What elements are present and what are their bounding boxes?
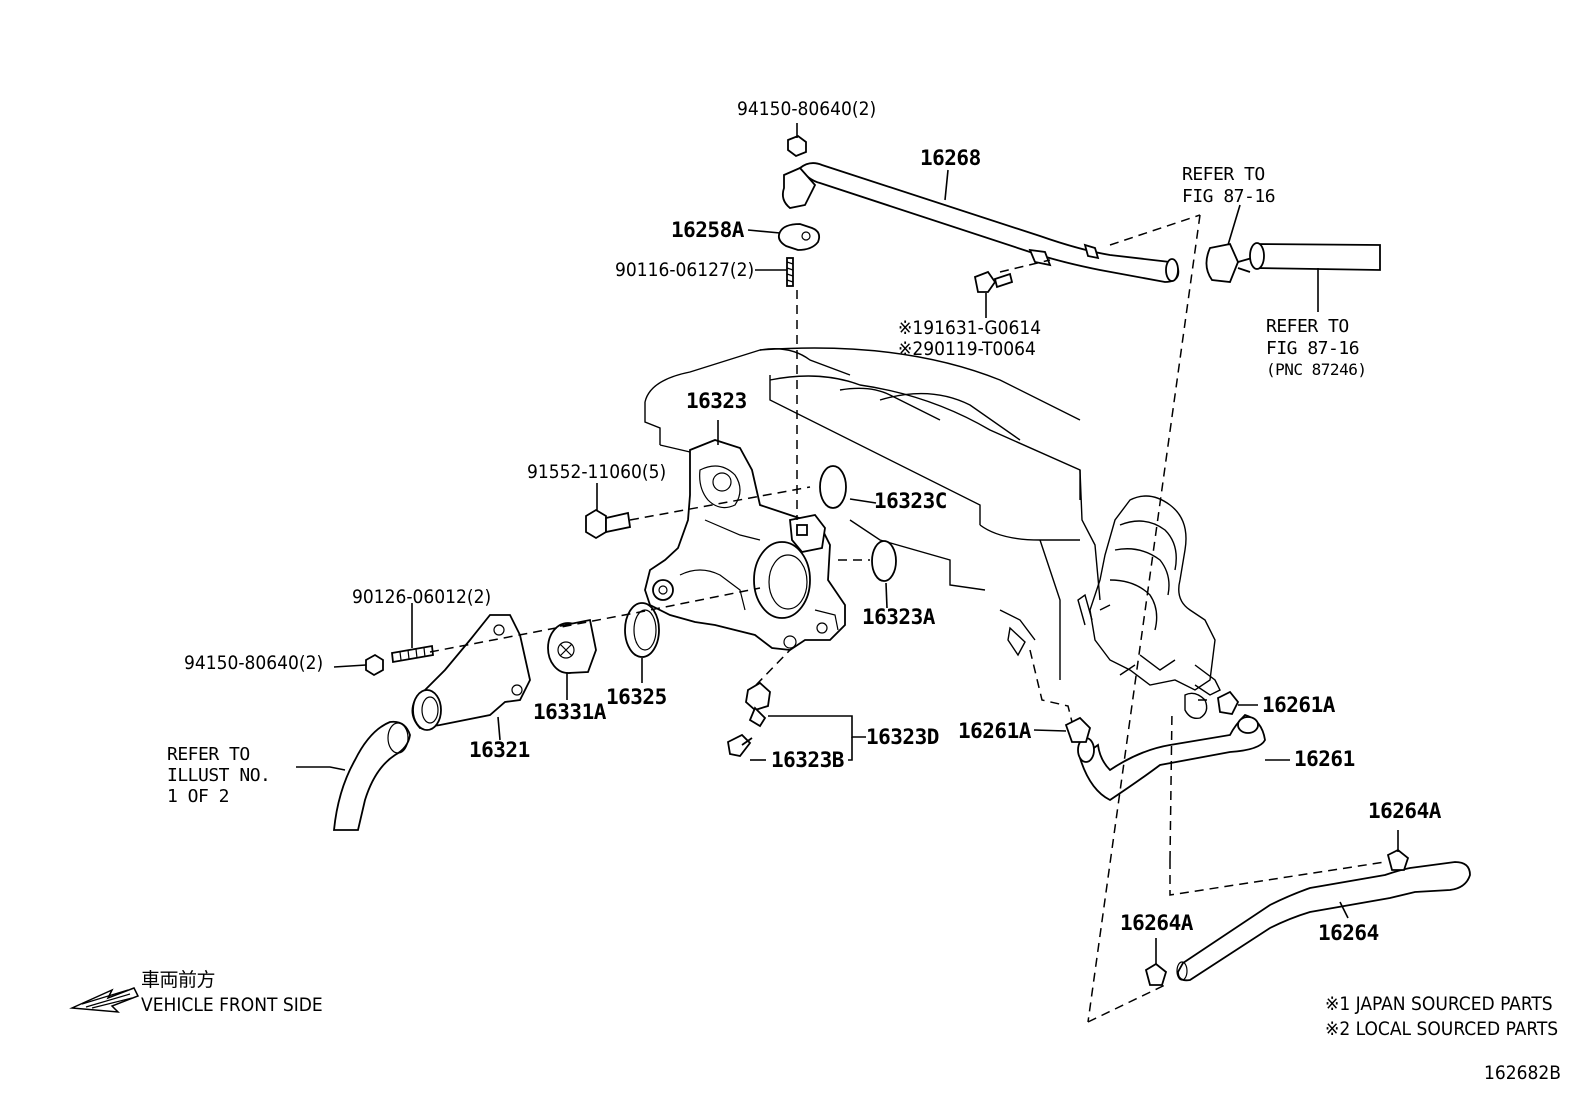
- left-arrow-icon: [69, 987, 140, 1013]
- label-16331A: 16331A: [533, 700, 607, 724]
- label-16323A: 16323A: [862, 605, 936, 629]
- label-16261A-left: 16261A: [958, 719, 1032, 743]
- clamp-16264A-bottom: [1144, 962, 1168, 986]
- label-16323B: 16323B: [771, 748, 844, 772]
- ref-illust-line1: REFER TO: [167, 744, 250, 765]
- clamp-16261A-right: [1217, 690, 1240, 715]
- water-inlet-housing-16323: [644, 439, 846, 651]
- label-290119: ※290119-T0064: [898, 338, 1036, 360]
- vehicle-front-japanese: 車両前方: [141, 969, 215, 991]
- label-91552: 91552-11060(5): [527, 461, 666, 483]
- callout-labels: 94150-80640(2) 16268 16258A 90116-06127(…: [184, 98, 1442, 945]
- ref-illust-line3: 1 OF 2: [167, 786, 229, 807]
- vehicle-front-english: VEHICLE FRONT SIDE: [141, 994, 323, 1016]
- label-16321: 16321: [469, 738, 530, 762]
- gasket-16325: [624, 602, 660, 658]
- o-ring-16323C: [819, 465, 847, 509]
- note-japan-sourced: ※1 JAPAN SOURCED PARTS: [1325, 993, 1553, 1015]
- figure-id: 162682B: [1484, 1062, 1561, 1084]
- ref-right-line2: FIG 87-16: [1266, 338, 1359, 359]
- bolt-91552: [585, 508, 632, 540]
- vehicle-front-indicator: 車両前方 VEHICLE FRONT SIDE: [69, 969, 323, 1016]
- label-16325: 16325: [606, 685, 667, 709]
- ref-top-line2: FIG 87-16: [1182, 186, 1275, 207]
- label-90126: 90126-06012(2): [352, 586, 491, 608]
- label-16261: 16261: [1294, 747, 1355, 771]
- nut-left: [365, 653, 384, 677]
- note-local-sourced: ※2 LOCAL SOURCED PARTS: [1325, 1018, 1558, 1040]
- o-ring-16323A: [871, 540, 897, 582]
- label-16264: 16264: [1318, 921, 1379, 945]
- source-notes: ※1 JAPAN SOURCED PARTS ※2 LOCAL SOURCED …: [1325, 993, 1561, 1084]
- label-16323D: 16323D: [866, 725, 939, 749]
- union-16323D: [745, 681, 771, 728]
- clamp-16264A-top: [1386, 848, 1410, 871]
- dashed-assembly-lines: [429, 214, 1386, 1023]
- leader-lines: [296, 123, 1399, 965]
- clamp-16261A-left: [1064, 716, 1092, 743]
- drain-plug-16323B: [727, 733, 753, 757]
- nut-top: [787, 134, 807, 158]
- label-90116: 90116-06127(2): [615, 259, 754, 281]
- reference-notes: REFER TO FIG 87-16 REFER TO FIG 87-16 (P…: [167, 164, 1367, 807]
- ref-top-line1: REFER TO: [1182, 164, 1265, 185]
- water-bypass-pipe-16268: [781, 162, 1180, 283]
- thermostat-16331A: [547, 618, 597, 674]
- right-assembly: [1077, 495, 1221, 720]
- ref-right-line3: (PNC 87246): [1266, 360, 1366, 379]
- engine-block-outline: [644, 347, 1101, 680]
- pipe-16264: [1176, 861, 1471, 982]
- label-16264A-top: 16264A: [1368, 799, 1442, 823]
- stud-bolt-90126: [391, 644, 434, 664]
- lower-left-hose: [333, 720, 411, 831]
- bolt-191631: [973, 270, 1014, 293]
- gasket-16258A: [777, 223, 821, 251]
- ref-right-line1: REFER TO: [1266, 316, 1349, 337]
- hose-16261: [1077, 713, 1266, 802]
- label-94150-left: 94150-80640(2): [184, 652, 323, 674]
- water-outlet-16321: [411, 614, 531, 731]
- label-16261A-right: 16261A: [1262, 693, 1336, 717]
- label-94150-top: 94150-80640(2): [737, 98, 876, 120]
- label-16323C: 16323C: [874, 489, 947, 513]
- label-16323: 16323: [686, 389, 747, 413]
- label-191631: ※191631-G0614: [898, 317, 1041, 339]
- ref-illust-line2: ILLUST NO.: [167, 765, 270, 786]
- label-16264A-bottom: 16264A: [1120, 911, 1194, 935]
- label-16268: 16268: [920, 146, 981, 170]
- label-16258A: 16258A: [671, 218, 745, 242]
- upper-hose: [1205, 242, 1381, 283]
- stud-bolt-90116: [786, 257, 794, 287]
